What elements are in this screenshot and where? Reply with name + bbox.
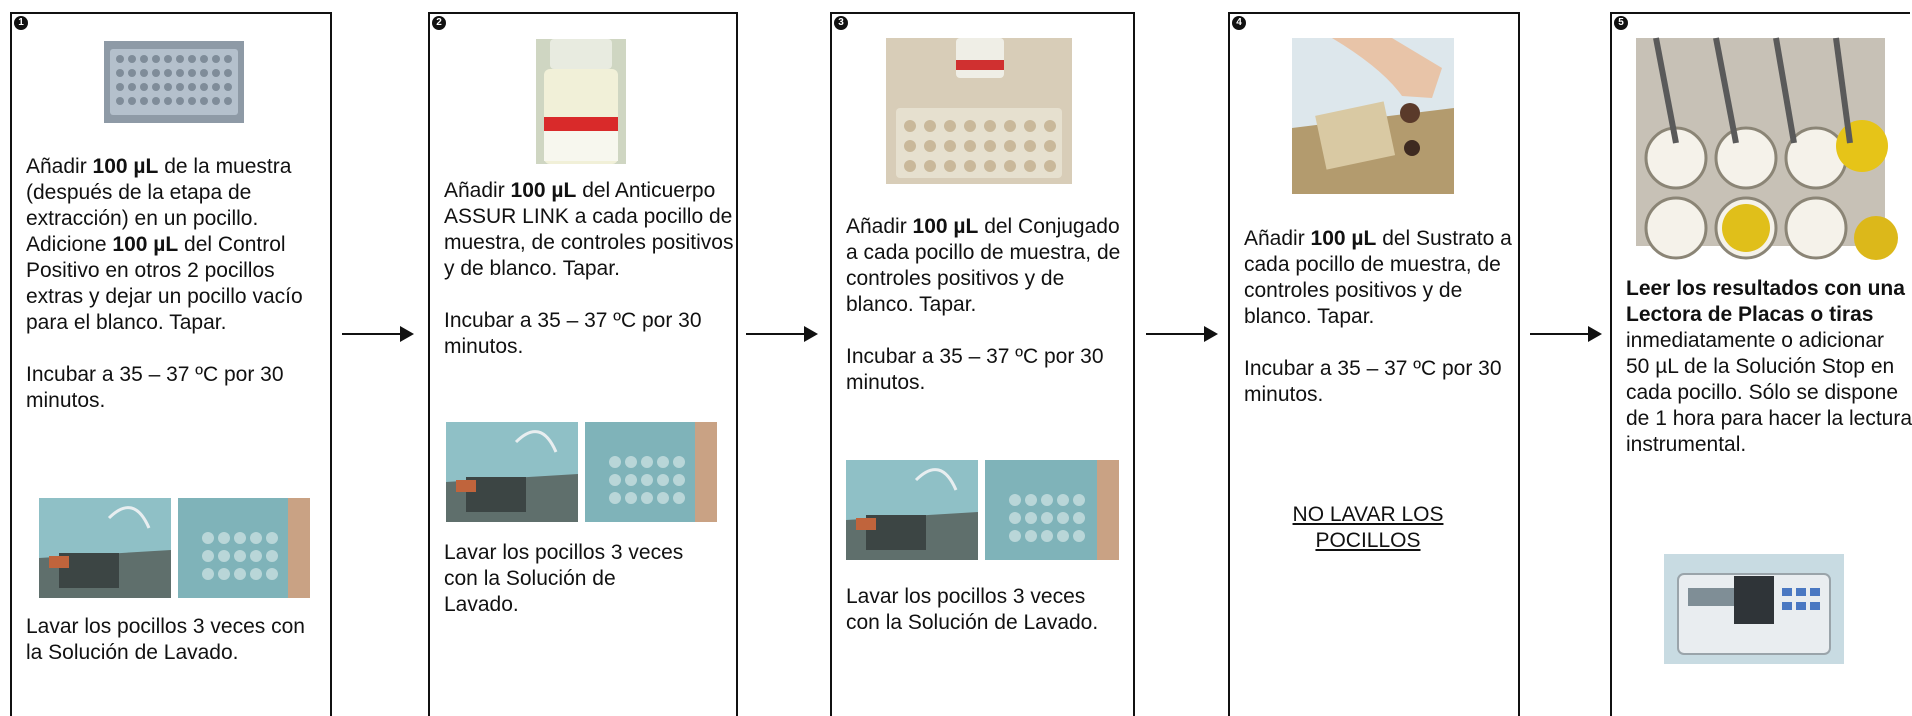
step-4-instruction: Añadir 100 µL del Sustrato a cada pocill… <box>1244 227 1512 328</box>
step-panel-1: 1 Añadir 100 µL de la muestra (después d… <box>10 12 332 716</box>
washer-photo <box>446 422 578 522</box>
arrow-1-2 <box>342 326 414 342</box>
step-1-wash: Lavar los pocillos 3 veces con la Soluci… <box>26 615 305 664</box>
step-3-text: Añadir 100 µL del Conjugado a cada pocil… <box>846 214 1131 422</box>
arrow-4-5 <box>1530 326 1602 342</box>
plate-wash-photo <box>178 498 310 598</box>
step-4-text: Añadir 100 µL del Sustrato a cada pocill… <box>1244 226 1516 434</box>
step-2-wash: Lavar los pocillos 3 veces con la Soluci… <box>444 541 684 616</box>
substrate-photo <box>1292 38 1454 194</box>
step-number-badge: 1 <box>14 16 28 30</box>
step-1-incubation: Incubar a 35 – 37 ºC por 30 minutos. <box>26 363 284 412</box>
step-3-instruction: Añadir 100 µL del Conjugado a cada pocil… <box>846 215 1121 316</box>
washer-photo <box>846 460 978 560</box>
no-wash-warning: NO LAVAR LOS POCILLOS <box>1292 503 1444 552</box>
step-panel-3: 3 Añadir 100 µL del Conjugado a cada poc… <box>830 12 1135 716</box>
antibody-bottle-photo <box>536 39 626 164</box>
arrow-2-3 <box>746 326 818 342</box>
plate-reader-photo <box>1664 554 1844 664</box>
step-1-instruction: Añadir 100 µL de la muestra (después de … <box>26 155 303 334</box>
step-2-incubation: Incubar a 35 – 37 ºC por 30 minutos. <box>444 309 702 358</box>
pipette-wells-photo <box>1636 37 1898 260</box>
step-1-text: Añadir 100 µL de la muestra (después de … <box>26 154 326 440</box>
arrow-3-4 <box>1146 326 1218 342</box>
step-2-instruction: Añadir 100 µL del Anticuerpo ASSUR LINK … <box>444 179 734 280</box>
microplate-photo <box>104 41 244 123</box>
step-number-badge: 4 <box>1232 16 1246 30</box>
plate-wash-photo <box>585 422 717 522</box>
step-2-text: Añadir 100 µL del Anticuerpo ASSUR LINK … <box>444 178 734 386</box>
step-panel-4: 4 Añadir 100 µL del Sustrato a cada poci… <box>1228 12 1520 716</box>
step-5-instruction: inmediatamente o adicionar 50 µL de la S… <box>1626 329 1912 456</box>
step-number-badge: 3 <box>834 16 848 30</box>
step-5-text: Leer los resultados con una Lectora de P… <box>1626 276 1912 458</box>
washer-photo <box>39 498 171 598</box>
conjugate-plate-photo <box>886 38 1072 184</box>
step-3-wash: Lavar los pocillos 3 veces con la Soluci… <box>846 585 1099 634</box>
plate-wash-photo <box>985 460 1119 560</box>
step-panel-5: 5 Leer los resultados con una Lectora de… <box>1610 12 1912 716</box>
step-number-badge: 2 <box>432 16 446 30</box>
step-panel-2: 2 Añadir 100 µL del Anticuerpo ASSUR LIN… <box>428 12 738 716</box>
step-3-incubation: Incubar a 35 – 37 ºC por 30 minutos. <box>846 345 1104 394</box>
step-5-heading: Leer los resultados con una Lectora de P… <box>1626 277 1905 326</box>
step-number-badge: 5 <box>1614 16 1628 30</box>
step-4-incubation: Incubar a 35 – 37 ºC por 30 minutos. <box>1244 357 1502 406</box>
